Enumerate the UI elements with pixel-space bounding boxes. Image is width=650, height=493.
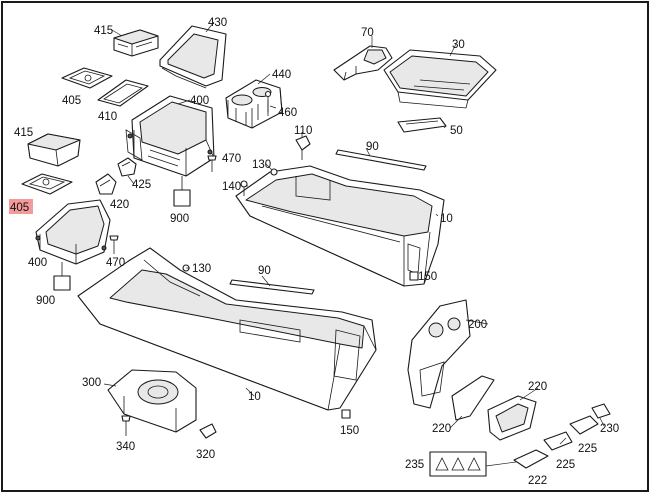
- callout-50[interactable]: 50: [450, 125, 463, 137]
- part-50-rail[interactable]: [397, 117, 447, 133]
- part-10-lower-console[interactable]: [77, 247, 377, 411]
- callout-140[interactable]: 140: [222, 181, 241, 193]
- part-340-bolt[interactable]: [121, 415, 131, 436]
- part-320-clip[interactable]: [199, 423, 217, 439]
- part-400-upper-box[interactable]: [125, 95, 215, 177]
- callout-320[interactable]: 320: [196, 449, 215, 461]
- callout-415-lower[interactable]: 415: [14, 127, 33, 139]
- part-222-switch[interactable]: [513, 449, 549, 469]
- callout-235[interactable]: 235: [405, 459, 424, 471]
- part-140-screw[interactable]: [240, 180, 248, 196]
- part-220-switch-a[interactable]: [451, 375, 495, 421]
- part-400-lower-box[interactable]: [35, 199, 111, 265]
- callout-470-lower[interactable]: 470: [106, 257, 125, 269]
- part-90-trim-strip-lower[interactable]: [229, 279, 315, 295]
- part-220-switch-b[interactable]: [487, 395, 537, 441]
- callout-405-highlight: [9, 199, 33, 214]
- part-70-shift-cover[interactable]: [333, 45, 393, 81]
- callout-405-top[interactable]: 405: [62, 95, 81, 107]
- part-900-tag-lower[interactable]: [53, 262, 71, 291]
- callout-110[interactable]: 110: [294, 125, 312, 137]
- callout-220-left[interactable]: 220: [432, 423, 451, 435]
- part-470-screw-upper[interactable]: [207, 155, 217, 172]
- callout-150-lower[interactable]: 150: [340, 425, 359, 437]
- callout-405-lower[interactable]: 405: [10, 202, 29, 214]
- callout-420[interactable]: 420: [110, 199, 129, 211]
- callout-400-lower[interactable]: 400: [28, 257, 47, 269]
- part-440-cupholder[interactable]: [225, 79, 283, 129]
- callout-415-top[interactable]: 415: [94, 25, 113, 37]
- callout-900-lower[interactable]: 900: [36, 295, 55, 307]
- callout-200[interactable]: 200: [468, 319, 487, 331]
- part-410-mat[interactable]: [97, 79, 149, 107]
- part-415-top[interactable]: [113, 29, 159, 57]
- callout-425[interactable]: 425: [132, 179, 151, 191]
- callout-225-right[interactable]: 225: [578, 443, 597, 455]
- part-230-connector[interactable]: [591, 403, 611, 419]
- callout-300[interactable]: 300: [82, 377, 101, 389]
- callout-470-upper[interactable]: 470: [222, 153, 241, 165]
- part-235-label[interactable]: [429, 451, 487, 477]
- callout-222[interactable]: 222: [528, 475, 547, 487]
- part-10-upper-console[interactable]: [235, 165, 445, 287]
- part-150-nut-upper[interactable]: [409, 271, 419, 281]
- part-225-switch-upper[interactable]: [569, 415, 599, 435]
- callout-900-upper[interactable]: 900: [170, 213, 189, 225]
- part-405-mat-lower[interactable]: [21, 173, 73, 195]
- part-150-nut-lower[interactable]: [341, 409, 351, 419]
- part-200-panel[interactable]: [407, 299, 471, 409]
- part-430-bezel[interactable]: [159, 25, 227, 89]
- part-425-clip[interactable]: [117, 157, 137, 177]
- callout-220-right[interactable]: 220: [528, 381, 547, 393]
- callout-90-lower[interactable]: 90: [258, 265, 271, 277]
- callout-410[interactable]: 410: [98, 111, 117, 123]
- part-420-switch[interactable]: [95, 173, 117, 195]
- callout-440[interactable]: 440: [272, 69, 291, 81]
- part-405-mat-top[interactable]: [61, 67, 113, 89]
- callout-30[interactable]: 30: [452, 39, 465, 51]
- part-90-trim-strip-upper[interactable]: [335, 149, 427, 171]
- part-130-screw-upper[interactable]: [270, 168, 278, 176]
- callout-340[interactable]: 340: [116, 441, 135, 453]
- part-300-base-unit[interactable]: [107, 369, 197, 433]
- part-470-screw-lower[interactable]: [109, 235, 119, 254]
- callout-90-upper[interactable]: 90: [366, 141, 379, 153]
- callout-130-lower[interactable]: 130: [192, 263, 211, 275]
- callout-70[interactable]: 70: [361, 27, 374, 39]
- part-225-switch-lower[interactable]: [543, 431, 573, 451]
- callout-150-upper[interactable]: 150: [418, 271, 437, 283]
- callout-labels: 415 430 70 30 405 410 440 400 460 50 415…: [10, 17, 619, 487]
- part-900-tag-upper[interactable]: [173, 176, 191, 207]
- callout-10-lower[interactable]: 10: [248, 391, 261, 403]
- callout-230[interactable]: 230: [600, 423, 619, 435]
- part-30-armrest-lid[interactable]: [383, 49, 497, 109]
- callout-430[interactable]: 430: [208, 17, 227, 29]
- callout-460[interactable]: 460: [278, 107, 297, 119]
- part-460-pin[interactable]: [264, 90, 272, 113]
- part-415-lower-box[interactable]: [27, 133, 81, 167]
- callout-225-lower[interactable]: 225: [556, 459, 575, 471]
- part-110-clip[interactable]: [295, 135, 311, 160]
- callout-130-upper[interactable]: 130: [252, 159, 271, 171]
- callout-10-upper[interactable]: 10: [440, 213, 453, 225]
- leader-lines: [103, 21, 605, 467]
- callout-400-upper[interactable]: 400: [190, 95, 209, 107]
